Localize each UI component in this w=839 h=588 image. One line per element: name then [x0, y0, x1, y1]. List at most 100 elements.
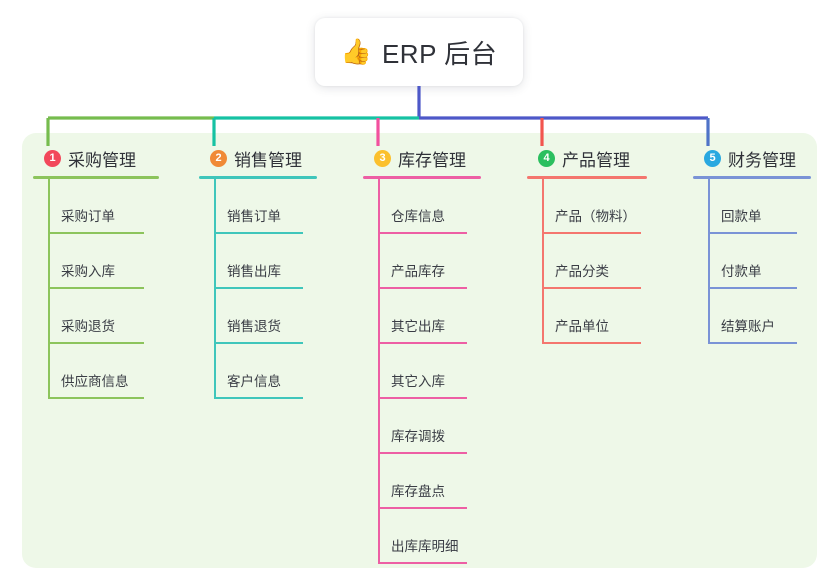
branch-item[interactable]: 销售退货: [199, 289, 317, 344]
item-spine: [48, 344, 50, 399]
branch-rule-2: [199, 176, 317, 179]
item-label: 销售退货: [227, 319, 281, 334]
item-underline: [709, 287, 797, 289]
item-underline: [543, 342, 641, 344]
item-underline: [709, 232, 797, 234]
branch-item[interactable]: 产品（物料）: [527, 179, 647, 234]
branch-item[interactable]: 产品库存: [363, 234, 481, 289]
item-spine: [214, 344, 216, 399]
branch-header-3[interactable]: 3 库存管理: [363, 146, 481, 170]
branch-item[interactable]: 供应商信息: [33, 344, 159, 399]
branch-header-2[interactable]: 2 销售管理: [199, 146, 317, 170]
branch-title-2: 销售管理: [234, 150, 302, 170]
branch-item[interactable]: 销售出库: [199, 234, 317, 289]
item-underline: [379, 562, 467, 564]
item-spine: [378, 179, 380, 234]
branch-badge-3: 3: [374, 149, 391, 167]
branch-items-2: 销售订单销售出库销售退货客户信息: [199, 179, 317, 399]
branch-item[interactable]: 其它出库: [363, 289, 481, 344]
item-label: 出库库明细: [391, 539, 459, 554]
item-label: 产品分类: [555, 264, 609, 279]
item-underline: [543, 287, 641, 289]
item-label: 回款单: [721, 209, 762, 224]
branch-items-3: 仓库信息产品库存其它出库其它入库库存调拨库存盘点出库库明细: [363, 179, 481, 564]
item-label: 付款单: [721, 264, 762, 279]
item-label: 供应商信息: [61, 374, 129, 389]
branch-item[interactable]: 采购入库: [33, 234, 159, 289]
branch-column-1: 1 采购管理采购订单采购入库采购退货供应商信息: [33, 146, 159, 399]
item-underline: [379, 342, 467, 344]
item-underline: [49, 232, 144, 234]
branch-item[interactable]: 采购订单: [33, 179, 159, 234]
item-label: 产品（物料）: [555, 209, 636, 224]
item-spine: [378, 454, 380, 509]
root-node[interactable]: 👍 ERP 后台: [315, 18, 523, 86]
branch-item[interactable]: 仓库信息: [363, 179, 481, 234]
item-spine: [214, 234, 216, 289]
branch-badge-1: 1: [44, 149, 61, 167]
item-spine: [542, 179, 544, 234]
item-spine: [378, 234, 380, 289]
item-underline: [215, 397, 303, 399]
item-spine: [378, 509, 380, 564]
branch-header-1[interactable]: 1 采购管理: [33, 146, 159, 170]
branch-column-2: 2 销售管理销售订单销售出库销售退货客户信息: [199, 146, 317, 399]
item-underline: [49, 287, 144, 289]
branch-rule-5: [693, 176, 811, 179]
item-underline: [379, 232, 467, 234]
branch-title-4: 产品管理: [562, 150, 630, 170]
item-label: 产品库存: [391, 264, 445, 279]
branch-item[interactable]: 结算账户: [693, 289, 811, 344]
branch-item[interactable]: 产品分类: [527, 234, 647, 289]
item-spine: [378, 344, 380, 399]
branch-rule-4: [527, 176, 647, 179]
item-underline: [709, 342, 797, 344]
branch-item[interactable]: 回款单: [693, 179, 811, 234]
item-label: 采购退货: [61, 319, 115, 334]
item-underline: [215, 287, 303, 289]
branch-title-3: 库存管理: [398, 150, 466, 170]
item-spine: [48, 289, 50, 344]
branch-item[interactable]: 库存盘点: [363, 454, 481, 509]
item-underline: [379, 507, 467, 509]
branch-items-5: 回款单付款单结算账户: [693, 179, 811, 344]
item-label: 库存盘点: [391, 484, 445, 499]
item-label: 销售订单: [227, 209, 281, 224]
branch-item[interactable]: 库存调拨: [363, 399, 481, 454]
item-spine: [48, 179, 50, 234]
item-label: 采购入库: [61, 264, 115, 279]
item-spine: [542, 234, 544, 289]
item-label: 仓库信息: [391, 209, 445, 224]
branch-item[interactable]: 出库库明细: [363, 509, 481, 564]
item-label: 客户信息: [227, 374, 281, 389]
item-underline: [215, 232, 303, 234]
branch-rule-1: [33, 176, 159, 179]
branch-item[interactable]: 付款单: [693, 234, 811, 289]
branch-column-3: 3 库存管理仓库信息产品库存其它出库其它入库库存调拨库存盘点出库库明细: [363, 146, 481, 564]
item-label: 库存调拨: [391, 429, 445, 444]
branch-item[interactable]: 其它入库: [363, 344, 481, 399]
branch-item[interactable]: 采购退货: [33, 289, 159, 344]
branch-badge-2: 2: [210, 149, 227, 167]
branch-item[interactable]: 产品单位: [527, 289, 647, 344]
root-title: ERP 后台: [381, 38, 498, 69]
branch-item[interactable]: 客户信息: [199, 344, 317, 399]
item-underline: [543, 232, 641, 234]
item-spine: [214, 289, 216, 344]
item-label: 其它入库: [391, 374, 445, 389]
branch-title-5: 财务管理: [728, 150, 796, 170]
branch-title-1: 采购管理: [68, 150, 136, 170]
branch-item[interactable]: 销售订单: [199, 179, 317, 234]
item-underline: [49, 397, 144, 399]
branch-rule-3: [363, 176, 481, 179]
item-label: 其它出库: [391, 319, 445, 334]
item-underline: [379, 452, 467, 454]
thumbs-up-icon: 👍: [340, 37, 372, 66]
item-spine: [708, 234, 710, 289]
item-spine: [542, 289, 544, 344]
item-spine: [378, 399, 380, 454]
